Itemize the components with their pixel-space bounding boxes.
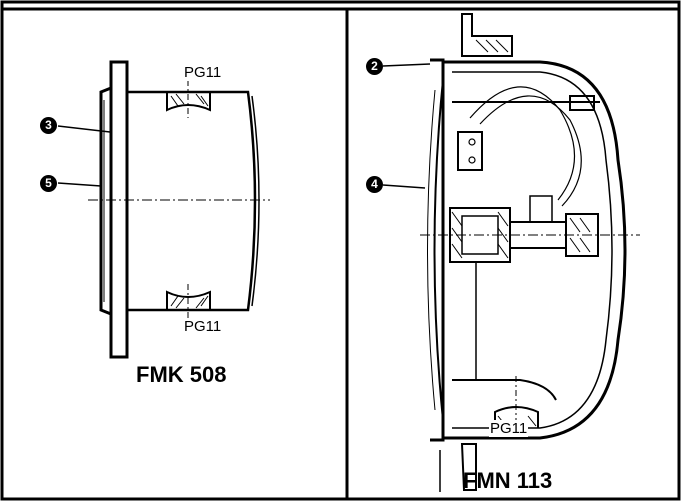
caption-fmk508: FMK 508 <box>136 362 227 387</box>
port-label-top: PG11 <box>183 64 223 81</box>
port-label-bottom: PG11 <box>183 318 223 335</box>
fmk508-drawing <box>57 60 270 359</box>
callout-2: 2 <box>366 58 383 75</box>
fmn113-drawing <box>382 13 640 492</box>
callout-5: 5 <box>40 175 57 192</box>
caption-fmn113: FMN 113 <box>463 468 553 493</box>
callout-4: 4 <box>366 176 383 193</box>
callout-3: 3 <box>40 117 57 134</box>
port-label-bottom: PG11 <box>489 420 529 437</box>
